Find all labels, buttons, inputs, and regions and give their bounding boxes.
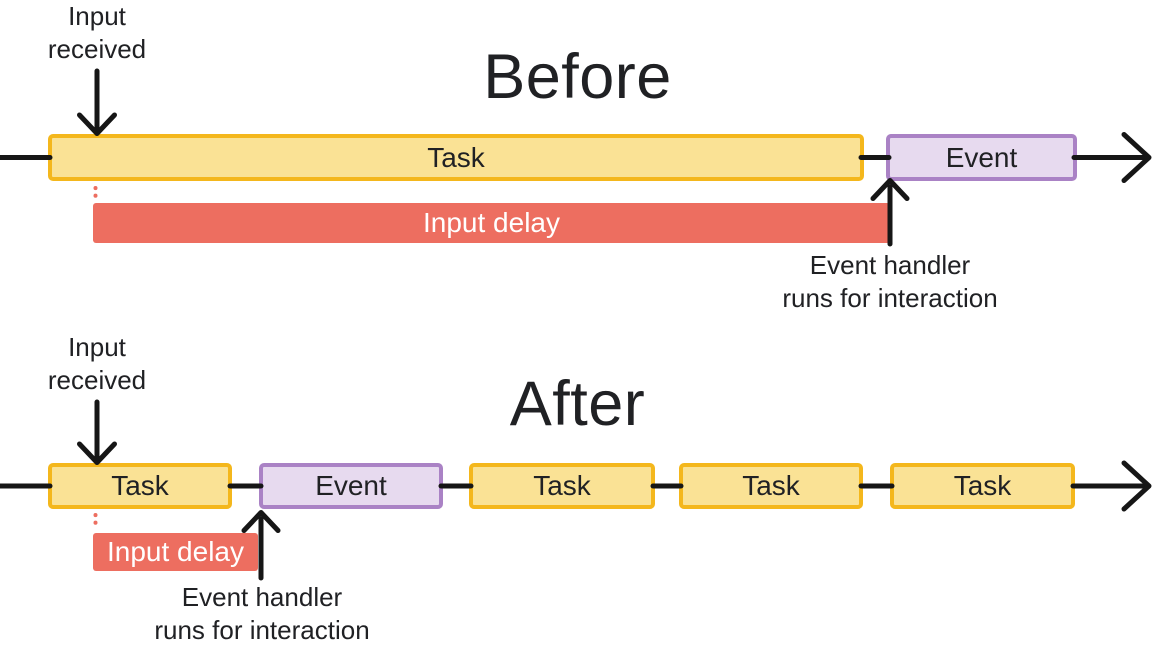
before-input-received-label: Input received [17, 0, 177, 66]
after-task-box-1: Task [48, 463, 232, 509]
before-timeline-arrowhead-icon [1121, 132, 1152, 183]
after-event-box: Event [259, 463, 443, 509]
before-task-bar: Task [48, 134, 864, 181]
before-task-label: Task [427, 141, 485, 173]
after-task-label-4: Task [953, 470, 1012, 501]
after-input-received-line1: Input [68, 332, 126, 362]
after-input-received-label: Input received [17, 331, 177, 397]
after-input-delay-label: Input delay [107, 536, 244, 567]
after-input-received-line2: received [47, 365, 147, 395]
before-event-label: Event [945, 141, 1018, 173]
after-task-box-4: Task [890, 463, 1075, 509]
before-input-delay-bar: Input delay [93, 203, 890, 243]
after-event-handler-line2: runs for interaction [154, 615, 370, 645]
before-event-handler-label: Event handler runs for interaction [730, 249, 1050, 315]
after-timeline-arrowhead-icon [1121, 460, 1152, 512]
after-event-label: Event [315, 470, 387, 501]
before-event-box: Event [886, 134, 1077, 181]
after-task-label-2: Task [533, 470, 591, 501]
after-title: After [509, 369, 646, 439]
after-task-box-3: Task [679, 463, 863, 509]
before-input-delay-label: Input delay [423, 207, 560, 238]
before-event-handler-line2: runs for interaction [782, 283, 998, 313]
after-event-handler-line1: Event handler [181, 582, 343, 612]
after-task-label-3: Task [742, 470, 800, 501]
before-input-received-line1: Input [68, 1, 126, 31]
after-input-delay-bar: Input delay [93, 533, 258, 571]
before-event-handler-line1: Event handler [809, 250, 971, 280]
before-title: Before [483, 42, 672, 112]
before-input-received-line2: received [47, 34, 147, 64]
after-task-box-2: Task [469, 463, 655, 509]
after-task-label-1: Task [111, 470, 169, 501]
after-event-handler-label: Event handler runs for interaction [102, 581, 422, 647]
